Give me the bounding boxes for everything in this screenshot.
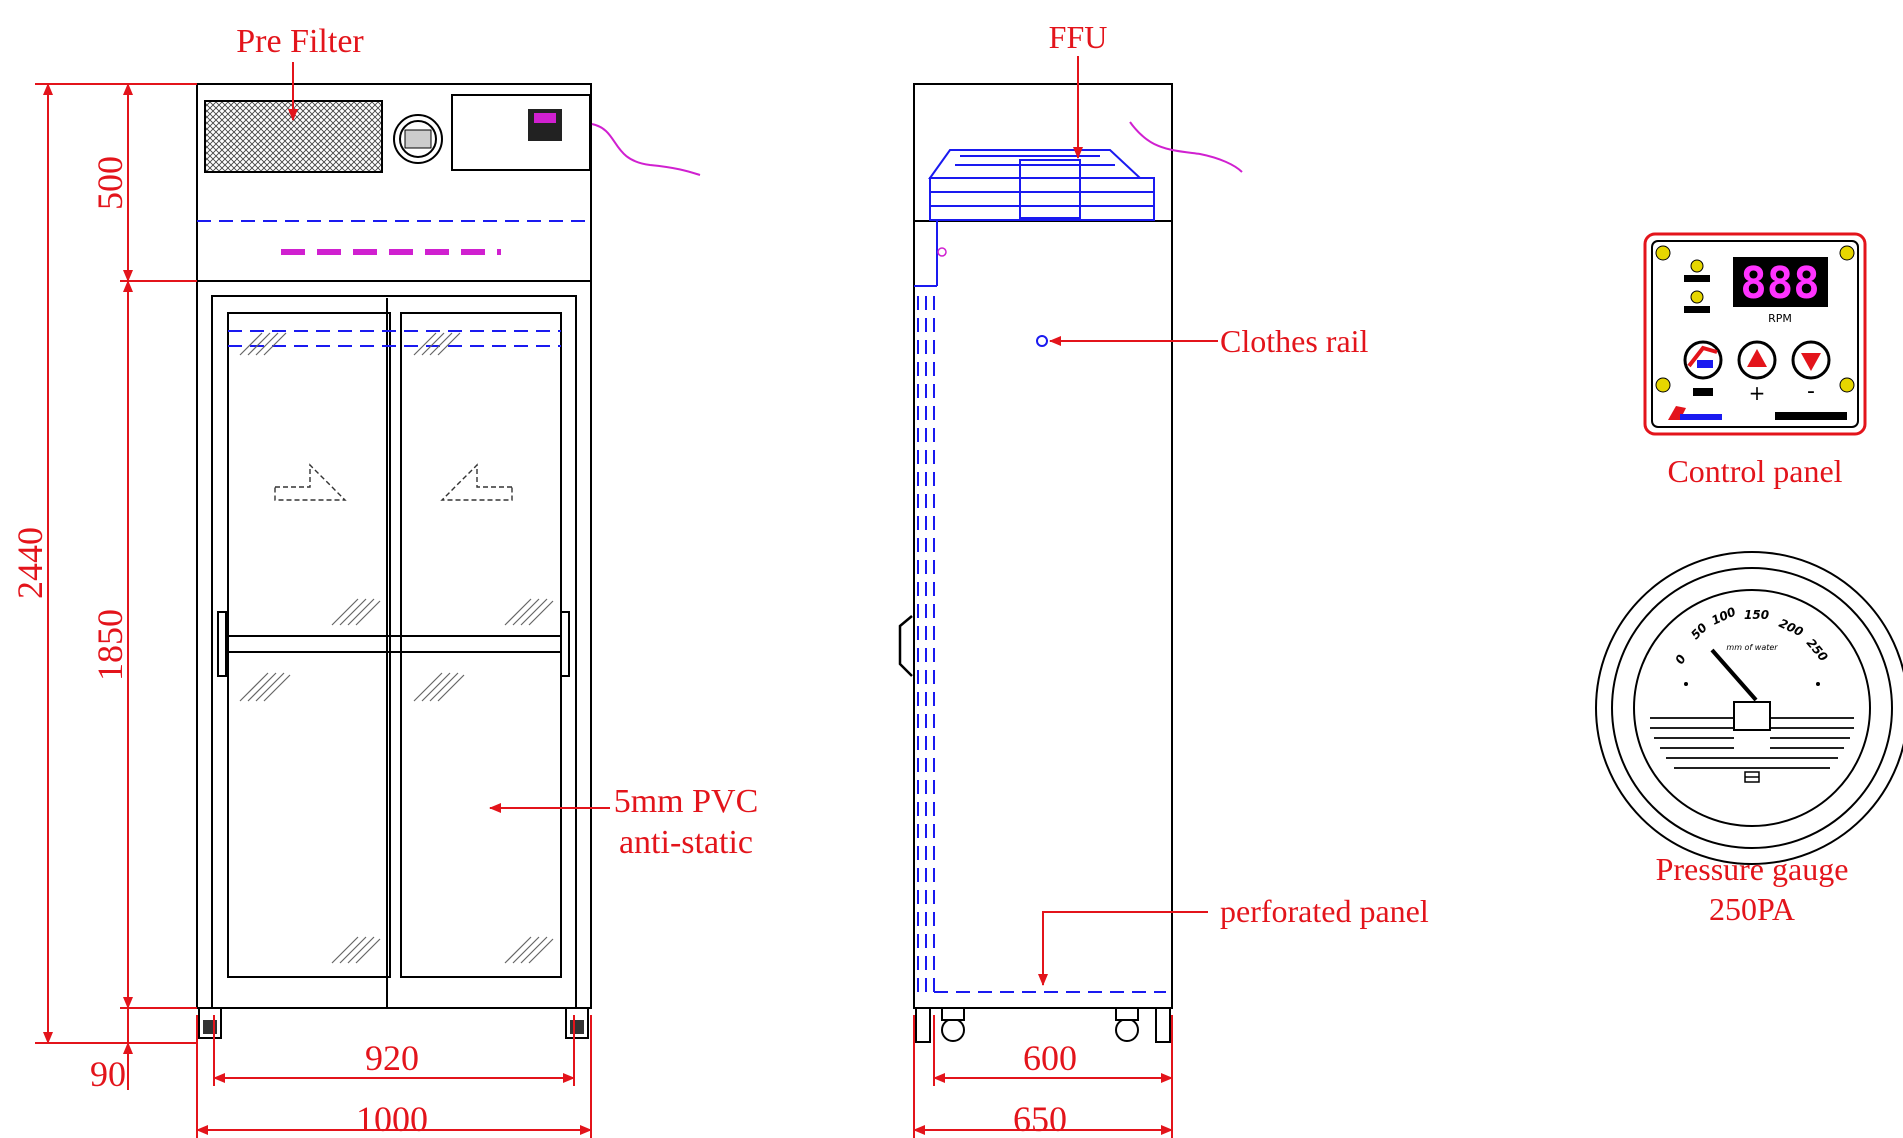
front-view — [196, 83, 701, 1039]
gauge-tick-0: 0 — [1672, 652, 1688, 666]
gauge-needle — [1710, 648, 1758, 702]
side-handle — [898, 615, 913, 677]
pre-filter-label: Pre Filter — [236, 23, 364, 60]
right-door-handle — [560, 611, 570, 677]
side-casters — [915, 1007, 1171, 1043]
left-door-glass — [227, 312, 391, 978]
dim-side-inner-width: 600 — [1023, 1038, 1077, 1078]
gauge-tick-150: 150 — [1744, 608, 1769, 622]
left-door-arrow-icon — [274, 463, 347, 501]
up-button-icon — [1737, 340, 1777, 380]
dim-top-section: 500 — [90, 156, 130, 210]
perforated-panel-label: perforated panel — [1220, 893, 1429, 929]
dim-total-height: 2440 — [10, 527, 50, 599]
rpm-display-value: 888 — [1740, 258, 1819, 309]
control-panel-detail: 888 RPM + - — [1643, 232, 1867, 436]
pvc-label-line2: anti-static — [619, 824, 753, 861]
glass-hatching — [239, 332, 554, 964]
clothes-rail-icon — [1036, 335, 1048, 347]
rpm-display — [1733, 257, 1828, 307]
ffu-label: FFU — [1049, 19, 1108, 55]
gauge-tick-50: 50 — [1688, 620, 1710, 642]
power-button-icon — [1683, 340, 1723, 396]
minus-label: - — [1807, 379, 1815, 404]
right-door-glass — [400, 312, 562, 978]
front-gauge-icon — [393, 114, 443, 164]
dim-front-inner-width: 920 — [365, 1038, 419, 1078]
side-view — [898, 83, 1243, 1043]
gauge-tick-100: 100 — [1709, 604, 1738, 627]
fan-icon — [1684, 259, 1710, 313]
pressure-gauge-detail: 0 50 100 150 200 250 mm of water — [1595, 551, 1903, 865]
power-cord-front — [591, 123, 701, 176]
dim-front-outer-width: 1000 — [356, 1099, 428, 1138]
dim-base: 90 — [90, 1054, 126, 1094]
pvc-label-line1: 5mm PVC — [614, 783, 759, 820]
brand-logo-icon — [1668, 406, 1722, 420]
clothes-rail-label: Clothes rail — [1220, 323, 1369, 359]
gauge-tick-250: 250 — [1804, 636, 1831, 664]
right-door-arrow-icon — [440, 463, 513, 501]
vertical-dimensions — [35, 83, 197, 1090]
gauge-label-line1: Pressure gauge — [1656, 851, 1849, 887]
side-horizontal-dimensions — [913, 1015, 1173, 1138]
control-panel-label: Control panel — [1667, 453, 1842, 489]
front-horizontal-dimensions — [196, 1015, 592, 1138]
gauge-unit: mm of water — [1726, 643, 1778, 652]
dim-door-section: 1850 — [90, 609, 130, 681]
front-feet — [198, 1007, 589, 1039]
down-button-icon — [1791, 340, 1831, 380]
rpm-label: RPM — [1768, 312, 1792, 325]
gauge-tick-200: 200 — [1777, 616, 1806, 639]
gauge-label-line2: 250PA — [1709, 891, 1795, 927]
power-cord-side — [1129, 121, 1243, 173]
front-control-box — [451, 94, 591, 171]
dim-side-outer-width: 650 — [1013, 1099, 1067, 1138]
ffu-unit — [928, 149, 1155, 221]
gauge-slots — [1650, 717, 1854, 769]
plus-label: + — [1749, 381, 1766, 405]
left-door-handle — [217, 611, 227, 677]
